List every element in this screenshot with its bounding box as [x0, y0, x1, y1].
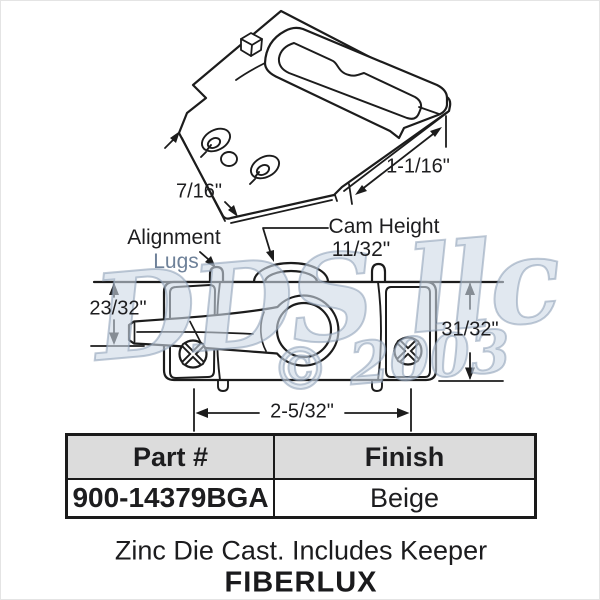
keeper-dim-short	[164, 131, 238, 217]
finish-header: Finish	[273, 433, 537, 480]
lock-dim-bottom-label: 2-5/32"	[270, 400, 334, 423]
spec-table-data-row: 900-14379BGA Beige	[65, 478, 537, 519]
keeper-dim-long-label: 1-1/16"	[386, 155, 450, 178]
spec-table-header-row: Part # Finish	[65, 433, 537, 480]
cam-height-label-line2: 11/32"	[331, 238, 391, 261]
alignment-lugs-label-line2: Lugs	[153, 250, 199, 273]
keeper-dim-short-label: 7/16"	[175, 180, 223, 203]
leader-alignment-lugs	[199, 251, 216, 268]
spec-table: Part # Finish 900-14379BGA Beige	[65, 433, 537, 519]
dim-left	[90, 282, 145, 347]
part-number-value: 900-14379BGA	[65, 478, 275, 519]
cam-height-label-line1: Cam Height	[328, 215, 440, 238]
phillips-screw-right	[393, 336, 423, 366]
part-number-header: Part #	[65, 433, 275, 480]
brand-name: FIBERLUX	[224, 566, 378, 599]
dim-bottom	[193, 388, 412, 432]
keeper-screw-holes	[200, 127, 281, 185]
dim-right	[438, 282, 504, 382]
product-description: Zinc Die Cast. Includes Keeper	[114, 535, 488, 566]
lock-dim-left-label: 23/32"	[89, 297, 147, 320]
keeper-dim-long	[348, 115, 447, 205]
cam-knob-inner	[275, 301, 333, 359]
lock-dim-right-label: 31/32"	[441, 318, 499, 341]
keeper-plate-drawing	[164, 9, 452, 224]
finish-value: Beige	[273, 478, 537, 519]
phillips-screw-left	[178, 339, 208, 369]
leader-cam-height	[262, 227, 329, 262]
sash-lock-drawing	[90, 227, 505, 432]
alignment-lug-right	[370, 262, 387, 285]
alignment-lugs-label-line1: Alignment	[127, 226, 221, 249]
cam-inner-arc	[263, 269, 319, 284]
alignment-lug-left	[208, 265, 225, 285]
